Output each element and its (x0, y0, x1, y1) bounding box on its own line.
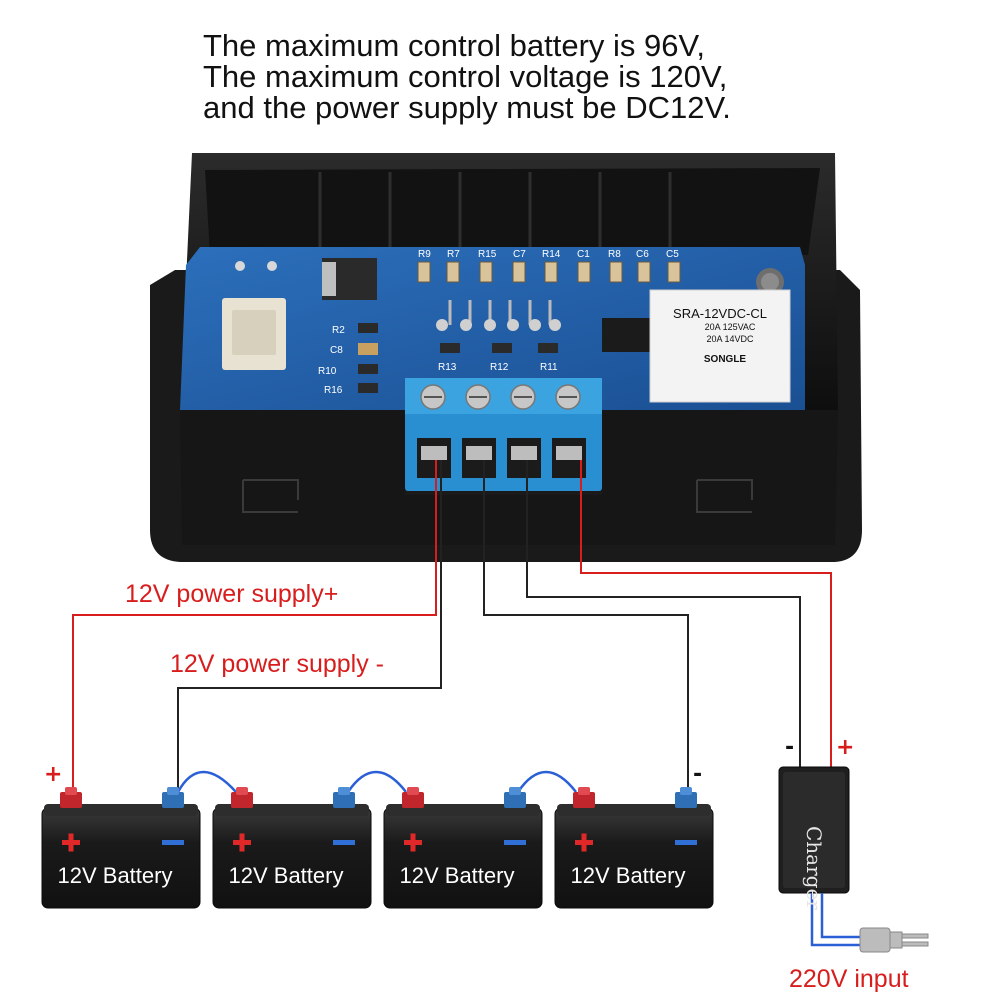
battery-plus-post (65, 787, 77, 795)
smd-row (417, 261, 681, 283)
battery-minus-terminal (162, 792, 184, 808)
battery (212, 787, 372, 909)
battery-bank-minus-sign: - (693, 762, 703, 787)
battery-minus-post (167, 787, 179, 795)
battery-minus-mark (504, 840, 526, 845)
battery-minus-post (338, 787, 350, 795)
pcb-label: R13 (438, 362, 457, 373)
pcb-label: C1 (577, 249, 590, 260)
ic-chip (602, 318, 652, 352)
pcb-label: R9 (418, 249, 431, 260)
terminal-block (405, 378, 602, 491)
battery-plus-terminal (402, 792, 424, 808)
pcb-label: R7 (447, 249, 460, 260)
battery-plus-post (236, 787, 248, 795)
relay-model: SRA-12VDC-CL (673, 306, 767, 321)
battery-body (212, 807, 372, 909)
battery-minus-terminal (504, 792, 526, 808)
pcb-label: R2 (332, 325, 345, 336)
case-front (180, 410, 838, 545)
battery-minus-mark (675, 840, 697, 845)
battery-plus-post (407, 787, 419, 795)
pcb-label: R8 (608, 249, 621, 260)
pcb-label: R12 (490, 362, 509, 373)
battery-plus-mark (239, 833, 245, 852)
battery-plus-mark (581, 833, 587, 852)
heading-line-1: The maximum control battery is 96V, (203, 28, 705, 63)
battery-lid (386, 804, 540, 816)
battery (554, 787, 714, 909)
battery-bank (41, 787, 714, 909)
battery-lid (44, 804, 198, 816)
battery-plus-mark (410, 833, 416, 852)
battery-lid (215, 804, 369, 816)
pcb-label: C5 (666, 249, 679, 260)
case-ribs (318, 172, 672, 250)
battery-minus-post (680, 787, 692, 795)
battery-bank-plus-sign: + (44, 762, 63, 787)
battery-body (554, 807, 714, 909)
relay (649, 289, 791, 403)
power-supply-minus-label: 12V power supply - (170, 650, 385, 678)
controller-module: SRA-12VDC-CL 20A 14VDC 20A 125VAC SONGLE… (150, 153, 862, 562)
charger-label: Charger (802, 826, 826, 910)
battery-minus-post (509, 787, 521, 795)
power-supply-plus-label: 12V power supply+ (125, 580, 339, 608)
pcb-label: R16 (324, 385, 343, 396)
battery (383, 787, 543, 909)
heading-line-2: The maximum control voltage is 120V, (203, 59, 728, 94)
battery-minus-terminal (675, 792, 697, 808)
pcb-label: R10 (318, 366, 337, 377)
pin-headers (436, 300, 561, 331)
battery-lid (557, 804, 711, 816)
wire-charger-plus (580, 460, 832, 770)
battery-label: 12V Battery (570, 863, 686, 888)
pcb-labels: R9 R7 R15 C7 R14 C1 R8 C6 C5 R2 C8 R10 R… (318, 249, 679, 396)
pcb-label: R15 (478, 249, 497, 260)
battery-plus-terminal (573, 792, 595, 808)
charger-minus-sign: - (785, 735, 795, 760)
pcb-label: C8 (330, 345, 343, 356)
wire-power-plus (72, 460, 437, 792)
battery-label: 12V Battery (228, 863, 344, 888)
battery-plus-terminal (231, 792, 253, 808)
battery-label: 12V Battery (399, 863, 515, 888)
wire-power-minus (177, 460, 442, 792)
relay-rating-2: 20A 125VAC (705, 322, 756, 332)
battery-plus-mark (68, 833, 74, 852)
battery-body (383, 807, 543, 909)
wires (72, 460, 832, 792)
wire-charger-minus (526, 460, 801, 770)
case-interior (205, 168, 820, 255)
heading-line-3: and the power supply must be DC12V. (203, 90, 731, 125)
battery-minus-mark (162, 840, 184, 845)
relay-brand: SONGLE (704, 354, 747, 365)
battery-jumpers (176, 770, 577, 793)
input-label: 220V input (789, 965, 909, 993)
pcb-label: R11 (540, 362, 558, 373)
battery (41, 787, 201, 909)
wire-battery-minus (483, 460, 689, 792)
battery-plus-terminal (60, 792, 82, 808)
battery-body (41, 807, 201, 909)
pcb-label: R14 (542, 249, 561, 260)
pcb-label: C6 (636, 249, 649, 260)
battery-minus-mark (333, 840, 355, 845)
charger (778, 766, 929, 953)
pcb-label: C7 (513, 249, 526, 260)
relay-rating-1: 20A 14VDC (706, 334, 754, 344)
plug (859, 927, 929, 953)
battery-minus-terminal (333, 792, 355, 808)
charger-plus-sign: + (836, 735, 855, 760)
battery-label: 12V Battery (57, 863, 173, 888)
battery-plus-post (578, 787, 590, 795)
